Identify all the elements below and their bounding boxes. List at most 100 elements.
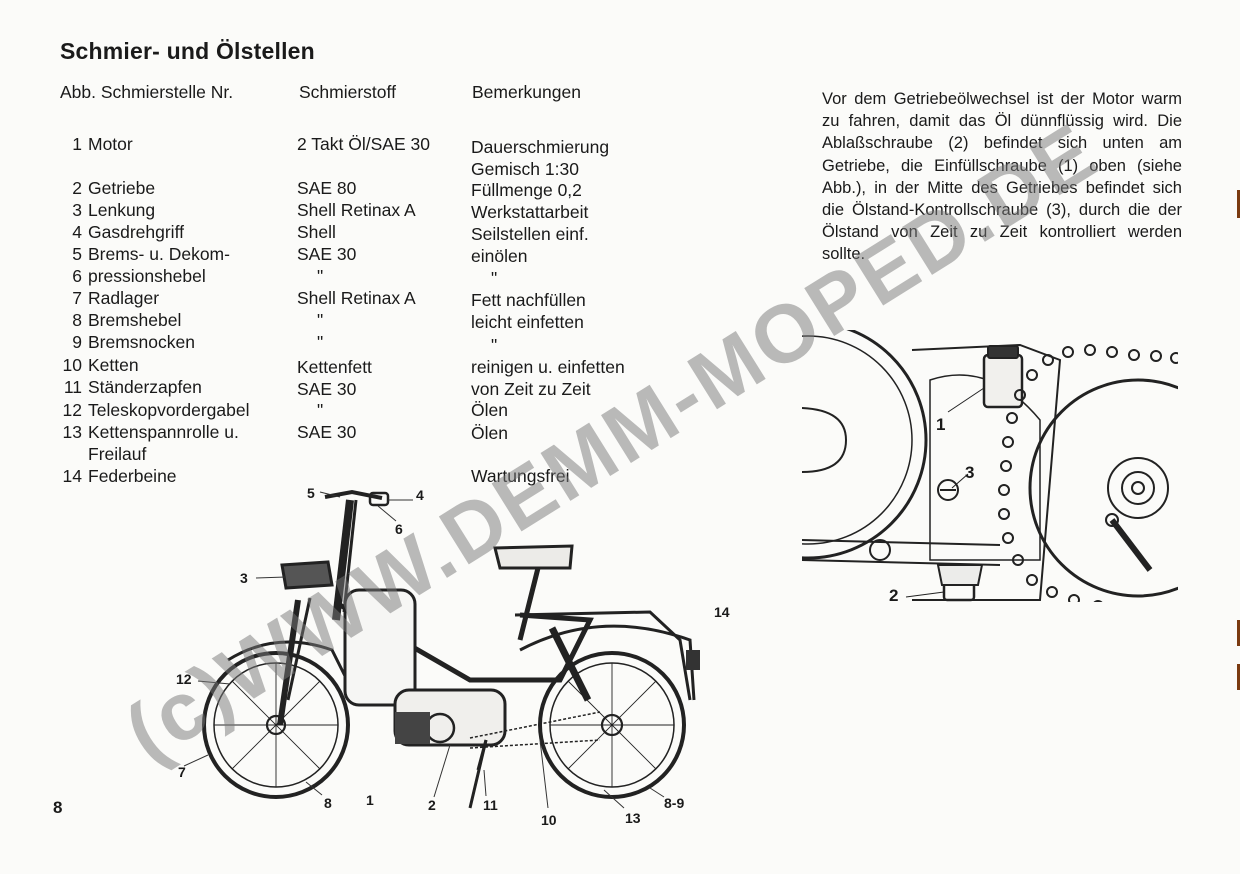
callout-drain-screw: 2: [889, 586, 898, 605]
row-schmierstoff: Shell Retinax A: [297, 200, 416, 220]
row-schmierstelle: Bremsnocken: [88, 332, 195, 352]
table-row-schmierstelle: 1 Motor: [60, 134, 133, 155]
row-schmierstoff: Shell: [297, 222, 336, 242]
row-number: 7: [72, 288, 82, 308]
row-bemerkung: reinigen u. einfetten: [471, 357, 625, 377]
row-schmierstelle: Ketten: [88, 355, 139, 375]
callout-1: 1: [366, 792, 374, 808]
row-bemerkung: Dauerschmierung: [471, 137, 610, 157]
row-schmierstelle: Lenkung: [88, 200, 156, 220]
callout-filler-screw: 1: [936, 415, 945, 434]
row-number: 8: [72, 310, 82, 330]
row-number: 4: [72, 222, 82, 242]
row-number: 3: [72, 200, 82, 220]
row-bemerkung: Ölen: [471, 423, 508, 443]
row-schmierstoff: ": [317, 332, 324, 352]
row-bemerkung: leicht einfetten: [471, 312, 584, 332]
table-row-schmierstelle: 11 Ständerzapfen: [60, 377, 202, 398]
row-number: 13: [62, 422, 82, 442]
table-row-schmierstelle: 3 Lenkung: [60, 200, 155, 221]
callout-oil-level-screw: 3: [965, 463, 974, 482]
row-bemerkung: Fett nachfüllen: [471, 290, 586, 310]
table-row-schmierstelle: 6 pressionshebel: [60, 266, 206, 287]
table-row-schmierstelle: 4 Gasdrehgriff: [60, 222, 184, 243]
row-schmierstoff: Shell Retinax A: [297, 288, 416, 308]
callout-8: 8: [324, 795, 332, 811]
callout-5: 5: [307, 485, 315, 501]
row-bemerkung: ": [491, 335, 498, 355]
row-number: 1: [72, 134, 82, 154]
row-schmierstoff: SAE 30: [297, 379, 357, 399]
row-bemerkung: Seilstellen einf.: [471, 224, 589, 244]
row-bemerkung: von Zeit zu Zeit: [471, 379, 591, 399]
row-number: 10: [62, 355, 82, 375]
front-wheel: [202, 651, 350, 799]
page-title: Schmier- und Ölstellen: [60, 38, 315, 64]
callout-13: 13: [625, 810, 641, 826]
row-number: 2: [72, 178, 82, 198]
row-schmierstelle: Bremshebel: [88, 310, 182, 330]
table-row-schmierstelle: 2 Getriebe: [60, 178, 155, 199]
header-abb-schmierstelle: Abb. Schmierstelle Nr.: [60, 82, 234, 102]
table-row-schmierstelle: 5 Brems- u. Dekom-: [60, 244, 230, 265]
row-bemerkung: Gemisch 1:30: [471, 159, 579, 179]
row-schmierstelle: Freilauf: [88, 444, 147, 464]
row-number: 6: [72, 266, 82, 286]
row-schmierstelle: Motor: [88, 134, 133, 154]
callout-14: 14: [714, 604, 730, 620]
row-bemerkung: ": [491, 268, 498, 288]
row-schmierstoff: ": [317, 400, 324, 420]
callout-12: 12: [176, 671, 192, 687]
page-edge-mark: [1237, 664, 1240, 690]
callout-3: 3: [240, 570, 248, 586]
row-schmierstoff: SAE 30: [297, 422, 357, 442]
gearbox-callouts: 1 3 2: [889, 415, 974, 605]
row-schmierstoff: ": [317, 310, 324, 330]
table-row-schmierstelle: 13 Kettenspannrolle u.: [60, 422, 239, 443]
header-schmierstoff: Schmierstoff: [299, 82, 396, 102]
callout-2: 2: [428, 797, 436, 813]
row-schmierstelle: Ständerzapfen: [88, 377, 202, 397]
row-schmierstelle: Brems- u. Dekom-: [88, 244, 230, 264]
header-bemerkungen: Bemerkungen: [472, 82, 581, 102]
row-bemerkung: Füllmenge 0,2: [471, 180, 582, 200]
table-row-schmierstelle: 9 Bremsnocken: [60, 332, 195, 353]
table-row-schmierstelle: 10 Ketten: [60, 355, 139, 376]
page-edge-mark: [1237, 190, 1240, 218]
callout-11: 11: [483, 797, 498, 813]
row-schmierstoff: Kettenfett: [297, 357, 372, 377]
row-schmierstelle: Federbeine: [88, 466, 177, 486]
callout-8-9: 8-9: [664, 795, 684, 811]
table-row-schmierstelle: 7 Radlager: [60, 288, 159, 309]
callout-6: 6: [395, 521, 403, 537]
callout-4: 4: [416, 487, 424, 503]
row-schmierstoff: 2 Takt Öl/SAE 30: [297, 134, 430, 154]
page-edge-mark: [1237, 620, 1240, 646]
row-schmierstelle: Gasdrehgriff: [88, 222, 184, 242]
row-schmierstoff: ": [317, 266, 324, 286]
row-number: 5: [72, 244, 82, 264]
row-number: 14: [62, 466, 82, 486]
row-number: 11: [63, 377, 82, 397]
moped-callouts: 5 4 6 3 14 12 7 8 1 2 11 10 13 8-9: [176, 485, 730, 828]
row-bemerkung: einölen: [471, 246, 528, 266]
table-row-schmierstelle: 12 Teleskopvordergabel: [60, 400, 250, 421]
row-bemerkung: Ölen: [471, 400, 508, 420]
page-number: 8: [53, 798, 63, 817]
row-bemerkung: Wartungsfrei: [471, 466, 570, 486]
row-schmierstelle: pressionshebel: [88, 266, 206, 286]
row-number: 9: [72, 332, 82, 352]
row-number: 12: [62, 400, 82, 420]
row-schmierstelle: Teleskopvordergabel: [88, 400, 250, 420]
row-schmierstelle: Kettenspannrolle u.: [88, 422, 239, 442]
row-bemerkung: Werkstattarbeit: [471, 202, 589, 222]
callout-7: 7: [178, 764, 186, 780]
row-schmierstelle: Getriebe: [88, 178, 156, 198]
table-row-schmierstelle: 14 Federbeine: [60, 466, 177, 487]
row-schmierstelle: Radlager: [88, 288, 160, 308]
callout-10: 10: [541, 812, 557, 828]
row-schmierstoff: SAE 80: [297, 178, 357, 198]
